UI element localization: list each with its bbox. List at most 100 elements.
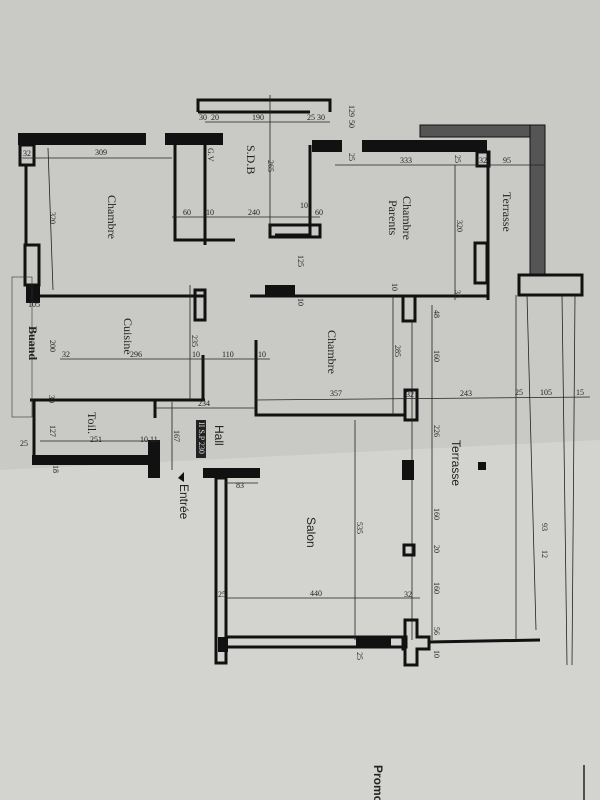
dim-label: 235 (190, 335, 199, 347)
dim-label: 32 (404, 590, 412, 599)
dim-label: 160 (432, 508, 441, 520)
dim-label: 83 (236, 481, 244, 490)
dim-label: 309 (95, 148, 107, 157)
room-label-entree: Entrée (177, 484, 191, 520)
wall (203, 468, 260, 478)
dim-label: 265 (266, 160, 275, 172)
dim-label: 30 (317, 113, 325, 122)
wall (401, 294, 417, 323)
dim-label: 48 (432, 310, 441, 318)
wall (362, 140, 487, 152)
dim-label: 10 (258, 350, 266, 359)
room-label-hall: Hall (212, 425, 226, 446)
dim-label: 243 (460, 389, 472, 398)
dim-label: 296 (130, 350, 142, 359)
dim-label: 93 (540, 523, 549, 531)
buand-outline (11, 276, 33, 418)
dim-label: 30 (199, 113, 207, 122)
terrace-line (571, 294, 576, 666)
wall (193, 288, 207, 322)
column (402, 543, 416, 557)
brick-parapet (529, 124, 546, 276)
wall (268, 223, 322, 239)
wall (196, 98, 332, 112)
dim-label: 18 (51, 465, 60, 473)
dim-label: 11 (150, 435, 158, 444)
wall (265, 285, 295, 297)
dimension-labels: 32 309 320 30 20 190 25 30 265 60 10 240… (20, 105, 584, 660)
dim-label: 32 (479, 156, 487, 165)
room-label-terrasse-top: Terrasse (500, 192, 514, 232)
room-label-salon: Salon (304, 517, 318, 548)
room-label-chambre: Chambre (105, 195, 119, 239)
terrace-edge (428, 638, 541, 644)
dim-label: 320 (455, 220, 464, 232)
dim-label: 50 (347, 120, 356, 128)
column (402, 460, 414, 480)
dim-label: 25 (218, 590, 226, 599)
dim-label: 95 (503, 156, 511, 165)
room-label-sdb: S.D.B (244, 145, 258, 174)
dim-label: 105 (540, 388, 552, 397)
terrace-line (526, 294, 537, 631)
dimension-lines (22, 95, 591, 640)
dim-label: 190 (252, 113, 264, 122)
dim-label: 35 (453, 290, 462, 298)
dim-label: 333 (400, 156, 412, 165)
wall (254, 340, 405, 417)
dim-label: 10 (206, 208, 214, 217)
dim-label: 25 (347, 153, 356, 161)
wall (473, 241, 489, 285)
dim-label: 20 (432, 545, 441, 553)
dim-label: 12 (540, 550, 549, 558)
room-label-cuisine: Cuisine (121, 318, 135, 355)
room-label-chambre-mid: Chambre (325, 330, 339, 374)
room-labels: Chambre S.D.B G.V Chambre Parents Terras… (26, 145, 514, 548)
dim-label: 25 (515, 388, 523, 397)
wall (275, 145, 312, 237)
dim-label: 125 (296, 255, 305, 267)
dim-label: 10 (300, 201, 308, 210)
dim-label: 32 (406, 390, 414, 399)
wall (148, 440, 160, 478)
dim-label: 10 (296, 298, 305, 306)
terrace-line (561, 294, 568, 666)
footer-text: Promot (371, 765, 385, 800)
wall (165, 133, 223, 145)
wall (32, 455, 160, 465)
dim-label: 15 (576, 388, 584, 397)
cross-column (401, 618, 431, 667)
room-label-parents: Parents (386, 200, 400, 236)
dim-label: 234 (198, 399, 210, 408)
dim-label: 10 (192, 350, 200, 359)
room-label-gv: G.V (206, 148, 215, 162)
column (403, 388, 419, 422)
dim-label: 105 (28, 300, 40, 309)
dim-label: 357 (330, 389, 342, 398)
wall (26, 285, 40, 303)
dim-label: 127 (48, 425, 57, 437)
room-label-buand: Buand (26, 326, 40, 360)
dim-label: 32 (62, 350, 70, 359)
dim-label: 240 (248, 208, 260, 217)
dim-label: 440 (310, 589, 322, 598)
brick-parapet (419, 124, 546, 138)
dim-label: 10 (432, 650, 441, 658)
dim-label: 20 (211, 113, 219, 122)
room-label-terrasse-right: Terrasse (449, 440, 463, 486)
dim-label: 200 (48, 340, 57, 352)
dim-label: 56 (432, 627, 441, 635)
dim-label: 10 (140, 435, 148, 444)
dim-label: 160 (432, 350, 441, 362)
hall-tag (196, 420, 206, 458)
hall-tag-text: II S.P 230 (197, 422, 206, 454)
dim-label: 129 (347, 105, 356, 117)
room-label-chambre-parents: Chambre (400, 196, 414, 240)
wall (173, 145, 235, 242)
wall (18, 133, 146, 145)
dim-label: 25 (453, 155, 462, 163)
wall (312, 140, 342, 152)
dim-label: 251 (90, 435, 102, 444)
dim-label: 535 (355, 522, 364, 534)
